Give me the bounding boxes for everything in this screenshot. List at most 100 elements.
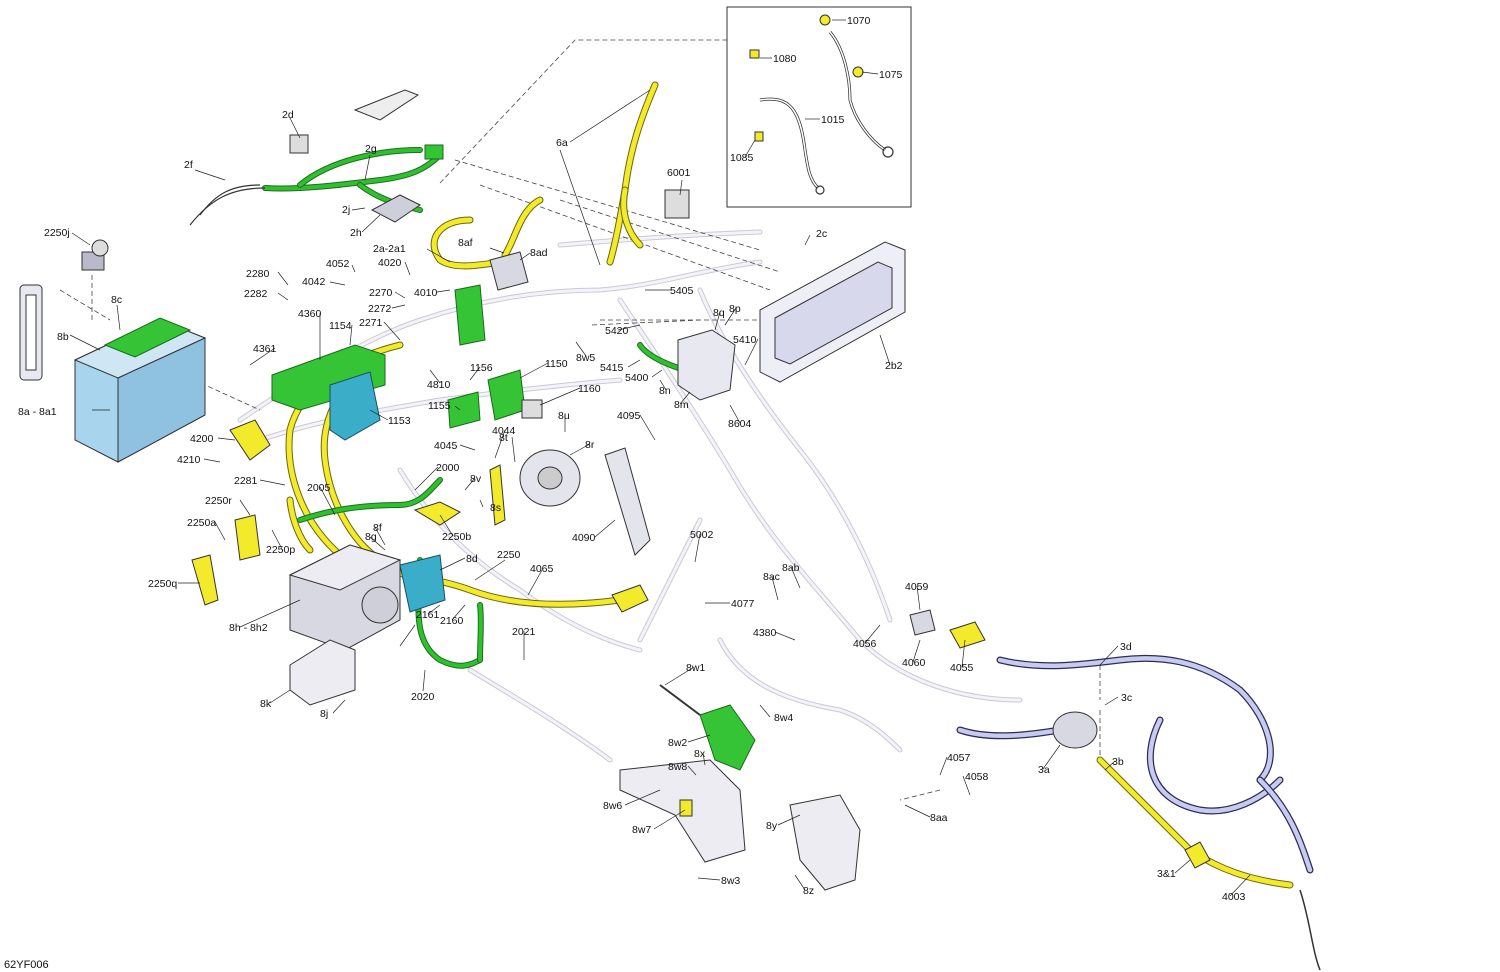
part-label: 4020 [378,257,402,269]
part-label: 5405 [670,285,694,297]
yellow-harness-upper [430,81,659,270]
part-label: 4003 [1222,891,1246,903]
part-label: 1160 [578,383,601,395]
part-label: 4090 [572,532,596,544]
part-label: 2250a [187,517,216,529]
part-label: 8ac [763,571,780,583]
part-label: 6001 [667,167,691,179]
part-label: 2272 [368,303,392,315]
part-label: 4810 [427,379,451,391]
part-label: 4052 [326,258,350,270]
part-label: 8t [499,432,508,444]
part-label: 8f [373,522,382,534]
part-label: 4057 [947,752,971,764]
part-label: 4010 [414,287,438,299]
part-label: 1070 [847,15,871,27]
part-label: 2161 [416,609,440,621]
part-label: 4045 [434,440,458,452]
abs-bracket [289,639,356,706]
part-label: 2280 [246,268,270,280]
part-label: 4360 [298,308,322,320]
part-label: 8w4 [774,712,793,724]
part-label: 1080 [773,53,797,65]
upper-harness [189,89,444,226]
part-label: 4095 [617,410,641,422]
horn [519,449,581,507]
part-label: 2270 [369,287,393,299]
part-label: 3c [1121,692,1132,704]
part-label: 2c [816,228,827,240]
part-label: 8c [111,294,122,306]
figure-code: 62YF006 [4,959,49,971]
part-label: 2000 [436,462,460,474]
part-label: 2021 [512,626,536,638]
part-label: 3b [1112,756,1124,768]
part-label: 4361 [253,343,277,355]
part-label: 5410 [733,334,757,346]
part-label: 8s [490,502,501,514]
part-label: 1156 [470,362,493,374]
battery-terminal-cap [81,239,109,271]
part-label: 2250q [148,578,177,590]
part-label: 2h [350,227,362,239]
part-label: 1015 [821,114,845,126]
part-label: 2f [184,159,193,171]
part-label: 2j [342,204,350,216]
battery-strap [19,284,43,381]
part-label: 8w3 [721,875,740,887]
ecu-8m [677,329,736,401]
part-label: 4044 [492,425,516,437]
part-label: 4380 [753,627,777,639]
part-label: 8604 [728,418,752,430]
connector-8ad [489,251,529,291]
part-label: 4055 [950,662,974,674]
part-label: 2282 [244,288,268,300]
part-label: 3&1 [1157,868,1176,880]
part-label: 4058 [965,771,989,783]
display-screen [759,241,906,383]
inset-box [726,6,912,208]
part-label: 8z [803,885,814,897]
part-label: 8y [766,820,778,832]
part-label: 1155 [428,400,451,412]
part-label: 8g [365,531,377,543]
part-label: 3d [1120,641,1132,653]
part-label: 8d [466,553,478,565]
connector-block-4010 [454,284,486,346]
frame-ghost [237,229,1023,763]
part-label: 4042 [302,276,326,288]
part-label: 2g [365,143,377,155]
part-label: 1075 [879,69,903,81]
part-label: 3a [1038,764,1050,776]
part-label: 8w8 [668,761,687,773]
abs-module [288,544,446,651]
part-label: 8r [585,439,595,451]
assembly-dashed-lines [59,39,1101,801]
part-label: 8n [659,385,671,397]
part-label: 8w6 [603,800,622,812]
relay-module [447,369,543,429]
part-label: 8j [320,708,328,720]
motor-8y [789,794,861,891]
part-label: 8b [57,331,69,343]
part-label: 2a-2a1 [373,243,406,255]
part-label: 8ad [530,247,548,259]
bracket-4090 [604,447,651,556]
part-label: 2281 [234,475,258,487]
socket-6001 [664,189,690,219]
part-label: 5400 [625,372,649,384]
part-label: 1150 [545,358,568,370]
part-label: 2d [282,109,294,121]
part-label: 8h - 8h2 [229,622,268,634]
part-label: 8w7 [632,824,651,836]
actuator-8w [619,684,756,863]
part-label: 5002 [690,529,714,541]
fuse-box-bracket [271,344,386,441]
part-label: 8p [729,303,741,315]
part-label: 2020 [411,691,435,703]
part-label: 1153 [388,415,411,427]
part-label: 8q [713,307,725,319]
part-label: 4065 [530,563,554,575]
part-label: 5420 [605,325,629,337]
